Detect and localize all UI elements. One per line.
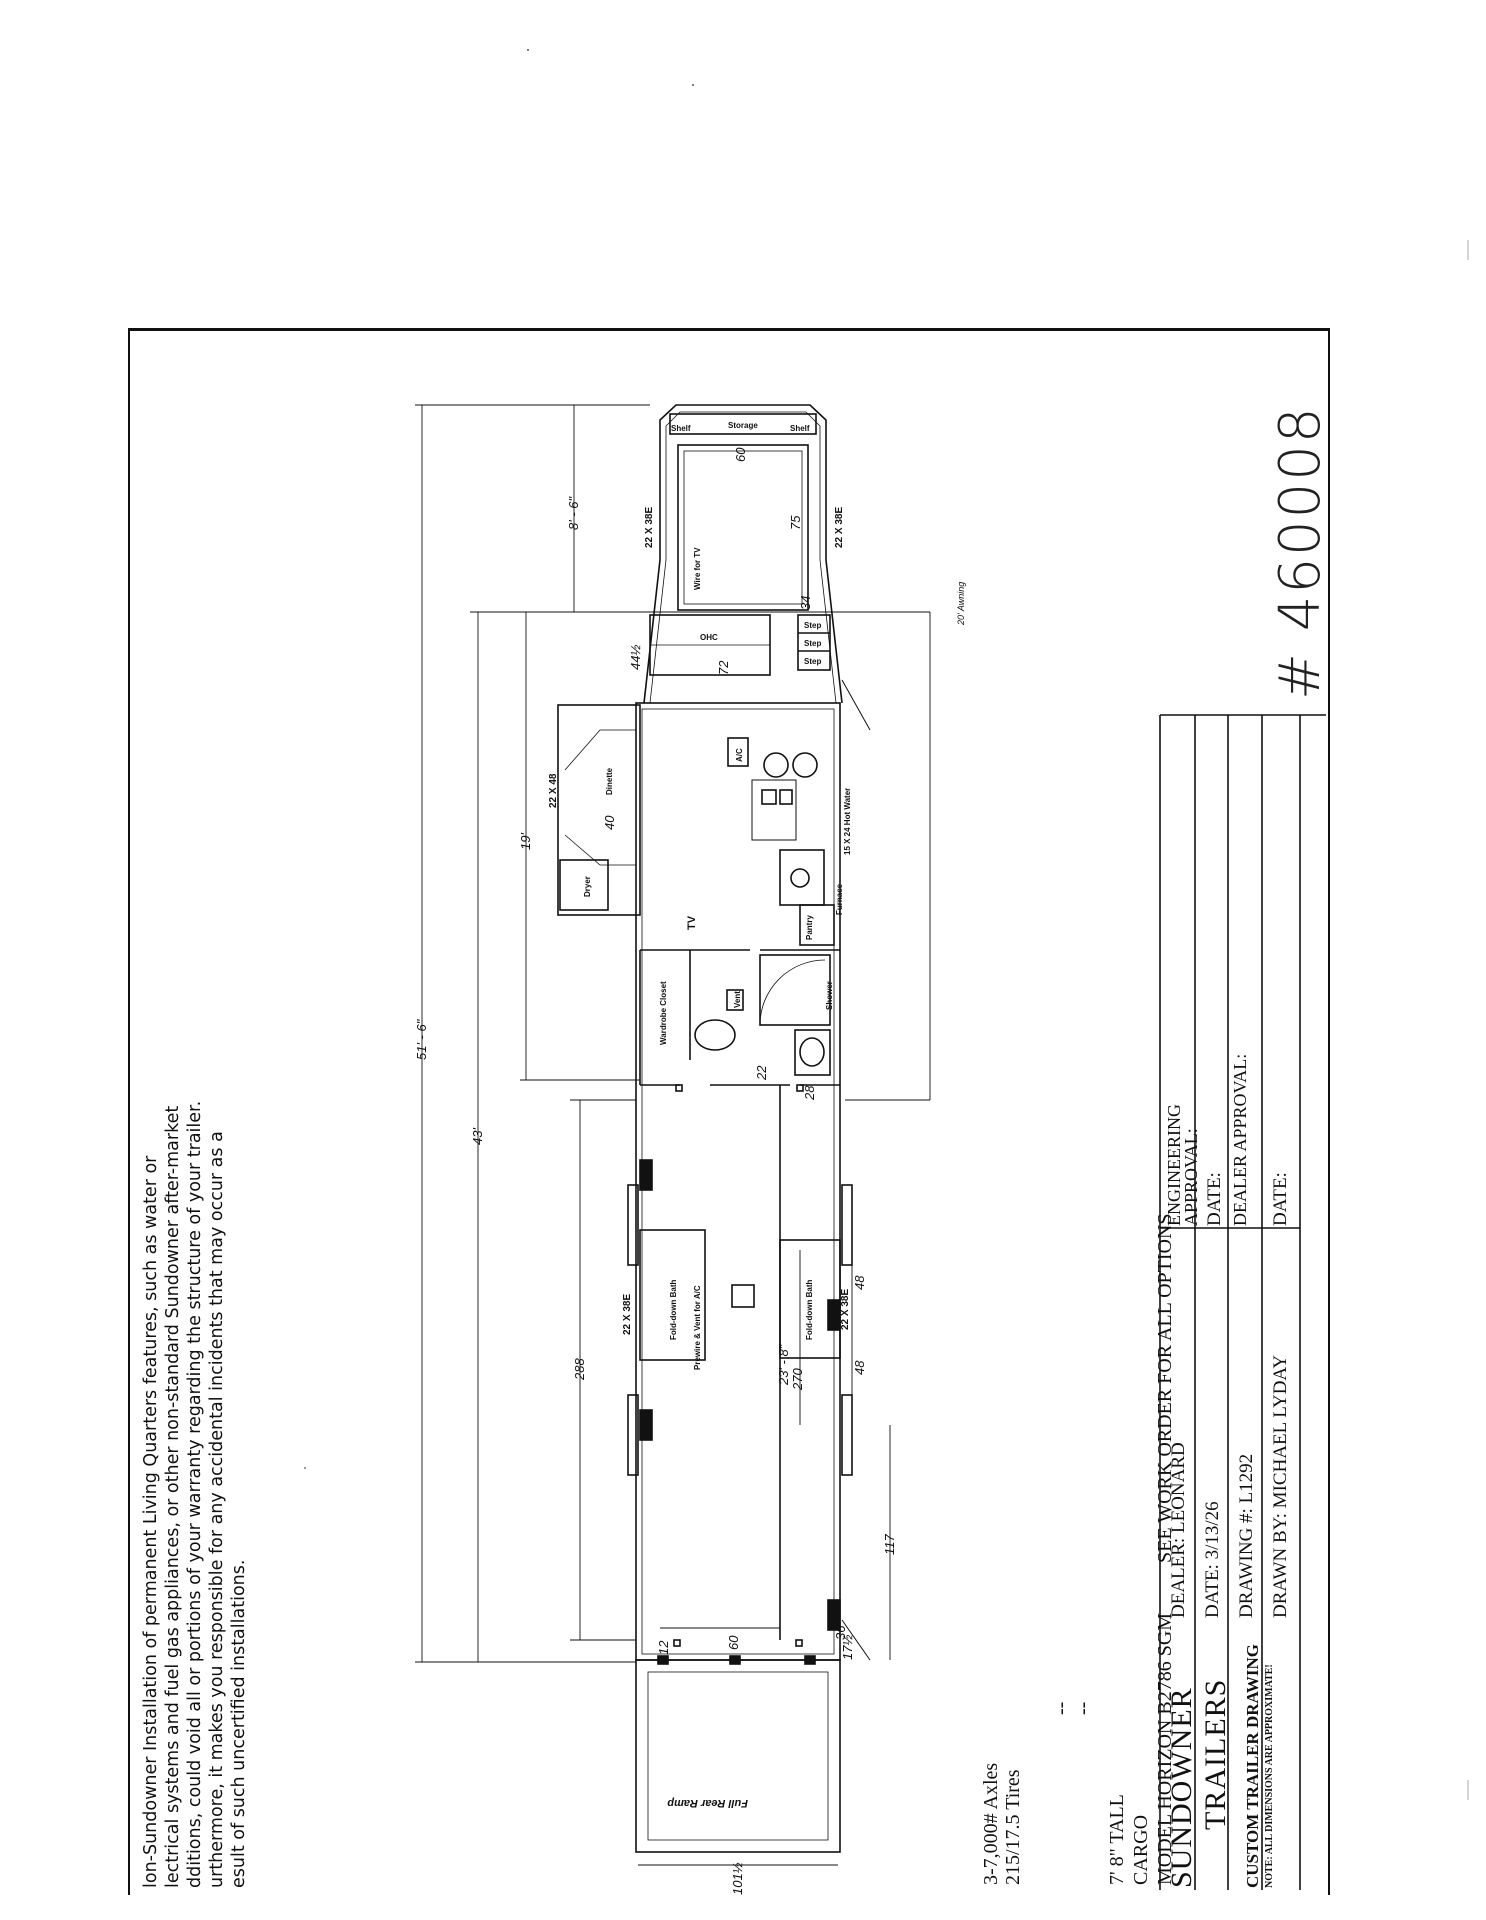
company-block: SUNDOWNER TRAILERS CUSTOM TRAILER DRAWIN… <box>1165 1644 1277 1888</box>
label-step-1: Step <box>804 621 821 630</box>
dim-inside: 288 <box>572 1358 587 1381</box>
label-awning: 20' Awning <box>956 582 966 626</box>
label-fold-bath-right: Fold-down Bath <box>805 1279 814 1340</box>
dim-28: 28 <box>802 1085 817 1101</box>
drawing-type: CUSTOM TRAILER DRAWING <box>1243 1643 1262 1888</box>
label-step-3: Step <box>804 657 821 666</box>
dim-17: 17½ <box>840 1635 855 1660</box>
company-name-line2: TRAILERS <box>1199 1678 1232 1830</box>
label-step-2: Step <box>804 639 821 648</box>
dealer-approval-field: DEALER APPROVAL: <box>1230 1053 1250 1226</box>
company-name-line1: SUNDOWNER <box>1165 1687 1198 1888</box>
dim-22: 22 <box>754 1065 769 1081</box>
dim-72: 72 <box>716 660 731 675</box>
dealer-field: DEALER: LEONARD <box>1168 1442 1189 1618</box>
dealer-date-field: DATE: <box>1270 1172 1291 1226</box>
label-ac: A/C <box>735 748 744 762</box>
dim-60b: 60 <box>733 447 748 462</box>
label-shelf-right: Shelf <box>790 424 810 433</box>
label-dinette: Dinette <box>605 767 614 795</box>
dim-ramp-width: 101½ <box>730 1862 745 1895</box>
dim-117: 117 <box>882 1534 897 1555</box>
dim-40: 40 <box>602 815 617 830</box>
drawn-by-field: DRAWN BY: MICHAEL LYDAY <box>1270 1354 1291 1618</box>
dimensions-note: NOTE: ALL DIMENSIONS ARE APPROXIMATE! <box>1264 1664 1275 1888</box>
label-furnace: Furnace <box>835 883 844 915</box>
dim-48a: 48 <box>852 1275 867 1290</box>
label-window-mid-left: 22 X 38E <box>622 1294 633 1335</box>
dim-lq: 19' <box>518 833 533 850</box>
label-wardrobe: Wardrobe Closet <box>659 981 668 1045</box>
dim-23: 23' - 8" <box>776 1343 791 1386</box>
handwritten-order-number: # 460008 <box>1268 405 1333 701</box>
dim-270: 270 <box>790 1368 805 1391</box>
label-dryer: Dryer <box>583 876 592 897</box>
label-tv: TV <box>686 915 698 930</box>
dim-overall: 51' - 6" <box>414 1018 429 1060</box>
label-water-heater: 15 X 24 Hot Water <box>843 788 852 855</box>
dim-gooseneck: 8' - 6" <box>566 496 581 530</box>
dim-34: 34 <box>798 596 813 610</box>
dim-44: 44½ <box>628 645 643 670</box>
label-pantry: Pantry <box>805 915 814 940</box>
label-prewire-ac: Prewire & Vent for A/C <box>693 1285 702 1370</box>
label-wire-tv: Wire for TV <box>693 547 702 590</box>
label-shelf-left: Shelf <box>671 424 691 433</box>
dim-48b: 48 <box>852 1360 867 1375</box>
engineering-date-field: DATE: <box>1204 1172 1225 1226</box>
dim-36: 36 <box>833 1625 848 1640</box>
dim-12: 12 <box>656 1640 671 1655</box>
dim-75: 75 <box>788 515 803 530</box>
drawing-number-field: DRAWING #: L1292 <box>1236 1453 1257 1618</box>
label-storage: Storage <box>728 421 758 430</box>
label-vent: Vent <box>733 991 742 1008</box>
label-ohc: OHC <box>700 633 718 642</box>
label-fold-bath-left: Fold-down Bath <box>669 1279 678 1340</box>
dim-60: 60 <box>726 1635 741 1650</box>
label-ramp: Full Rear Ramp <box>667 1797 748 1809</box>
sheet-border <box>128 328 1330 1895</box>
label-window-top: 22 X 38E <box>644 507 655 548</box>
label-window-mid-right: 22 X 38E <box>840 1289 851 1330</box>
label-shower: Shower <box>825 981 834 1010</box>
label-window-bottom: 22 X 38E <box>834 507 845 548</box>
label-dinette-window: 22 X 48 <box>548 773 559 808</box>
date-field: DATE: 3/13/26 <box>1202 1501 1223 1618</box>
engineering-approval-field: ENGINEERING APPROVAL: <box>1164 1104 1201 1226</box>
dim-body: 43' <box>470 1128 485 1145</box>
